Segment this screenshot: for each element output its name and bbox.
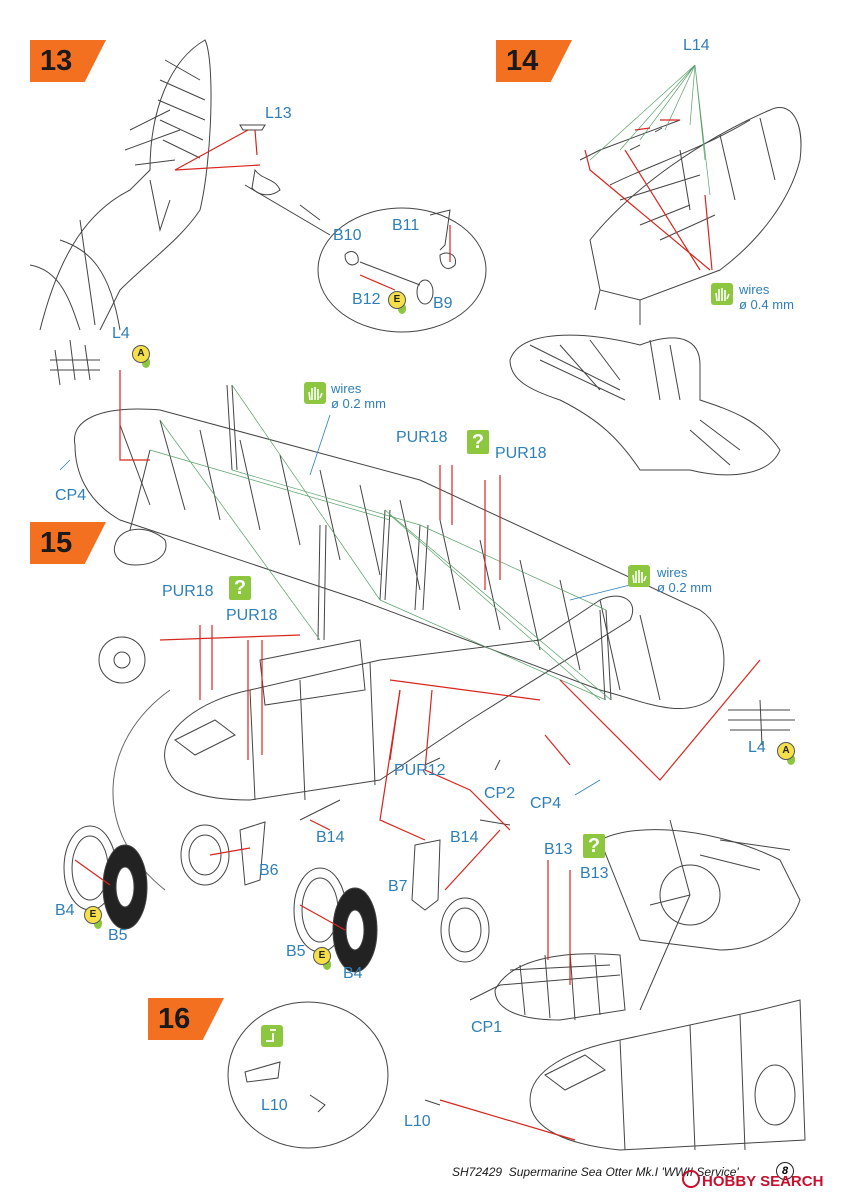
part-label-b14: B14 bbox=[316, 829, 345, 846]
step-number: 13 bbox=[40, 45, 73, 77]
part-label-pur12: PUR12 bbox=[394, 762, 446, 779]
wires-diameter-label: ø 0.2 mm bbox=[331, 396, 386, 411]
decal-e-badge: E bbox=[388, 291, 406, 314]
page-number: 8 bbox=[776, 1162, 794, 1180]
wires-label: wires bbox=[739, 282, 770, 297]
watermark-text: HOBBY SEARCH bbox=[702, 1173, 824, 1190]
kit-title: Supermarine Sea Otter Mk.I 'WWII Service… bbox=[508, 1165, 739, 1179]
part-label-cp1: CP1 bbox=[471, 1019, 503, 1036]
part-label-b13: B13 bbox=[580, 865, 609, 882]
part-label-b6: B6 bbox=[259, 862, 279, 879]
optional-part-icon: ? bbox=[467, 430, 489, 454]
wires-label: wires bbox=[657, 565, 688, 580]
step-number: 15 bbox=[40, 527, 73, 559]
canopy-drawing bbox=[589, 107, 802, 301]
tailplane-drawing bbox=[509, 334, 781, 476]
wires-label: wires bbox=[331, 381, 362, 396]
step-number: 14 bbox=[506, 45, 539, 77]
part-label-l4: L4 bbox=[112, 325, 130, 342]
decal-e-badge: E bbox=[84, 906, 102, 929]
part-label-cp4: CP4 bbox=[55, 487, 87, 504]
decal-a-badge: A bbox=[777, 742, 795, 765]
part-label-l10: L10 bbox=[261, 1097, 288, 1114]
wheel-hub-b6 bbox=[180, 824, 230, 886]
engine-nacelle-drawing bbox=[599, 829, 801, 951]
footer-caption: SH72429 Supermarine Sea Otter Mk.I 'WWII… bbox=[452, 1165, 739, 1179]
hand-icon bbox=[711, 283, 733, 305]
part-label-b10: B10 bbox=[333, 227, 362, 244]
part-label-b14: B14 bbox=[450, 829, 479, 846]
hand-icon bbox=[304, 382, 326, 404]
part-label-b11: B11 bbox=[392, 217, 420, 234]
hull-drawing bbox=[164, 595, 634, 801]
assembly-arrows bbox=[74, 119, 761, 1141]
part-label-b5: B5 bbox=[108, 927, 128, 944]
canopy-cp1 bbox=[494, 953, 626, 1021]
watermark: HOBBY SEARCH bbox=[682, 1170, 823, 1190]
wires-diameter-label: ø 0.2 mm bbox=[657, 580, 712, 595]
part-label-l13: L13 bbox=[265, 105, 292, 122]
tail-fin-drawing bbox=[39, 39, 212, 331]
part-label-l14: L14 bbox=[683, 37, 710, 54]
part-label-b7: B7 bbox=[388, 878, 408, 895]
part-label-pur18: PUR18 bbox=[162, 583, 214, 600]
leader-lines bbox=[59, 414, 631, 796]
part-label-pur18: PUR18 bbox=[495, 445, 547, 462]
optional-part-icon: ? bbox=[229, 576, 251, 600]
decal-a-badge: A bbox=[132, 345, 150, 368]
part-label-b4: B4 bbox=[343, 965, 363, 982]
part-label-b9: B9 bbox=[433, 295, 453, 312]
lower-hull-drawing bbox=[529, 999, 806, 1151]
part-label-l10: L10 bbox=[404, 1113, 431, 1130]
detail-inset-13 bbox=[317, 207, 487, 333]
watermark-logo-icon bbox=[682, 1170, 700, 1188]
optional-part-icon: ? bbox=[583, 834, 605, 858]
part-label-b5: B5 bbox=[286, 943, 306, 960]
part-label-cp4: CP4 bbox=[530, 795, 562, 812]
part-label-l4: L4 bbox=[748, 739, 766, 756]
part-label-cp2: CP2 bbox=[484, 785, 516, 802]
hand-icon bbox=[628, 565, 650, 587]
rigging-wires bbox=[149, 64, 711, 701]
part-label-b4: B4 bbox=[55, 902, 75, 919]
tail-wheel-drawing bbox=[98, 636, 146, 684]
step-number: 16 bbox=[158, 1003, 191, 1035]
part-label-b13: B13 bbox=[544, 841, 573, 858]
decal-e-badge: E bbox=[313, 947, 331, 970]
part-label-pur18: PUR18 bbox=[396, 429, 448, 446]
wires-diameter-label: ø 0.4 mm bbox=[739, 297, 794, 312]
upper-wing-drawing bbox=[74, 408, 725, 710]
kit-code: SH72429 bbox=[452, 1165, 503, 1179]
detail-inset-16 bbox=[227, 1001, 389, 1149]
bend-tool-icon bbox=[261, 1025, 283, 1047]
part-label-b12: B12 bbox=[352, 291, 381, 308]
part-label-pur18: PUR18 bbox=[226, 607, 278, 624]
wheel-b7-side bbox=[440, 897, 490, 963]
